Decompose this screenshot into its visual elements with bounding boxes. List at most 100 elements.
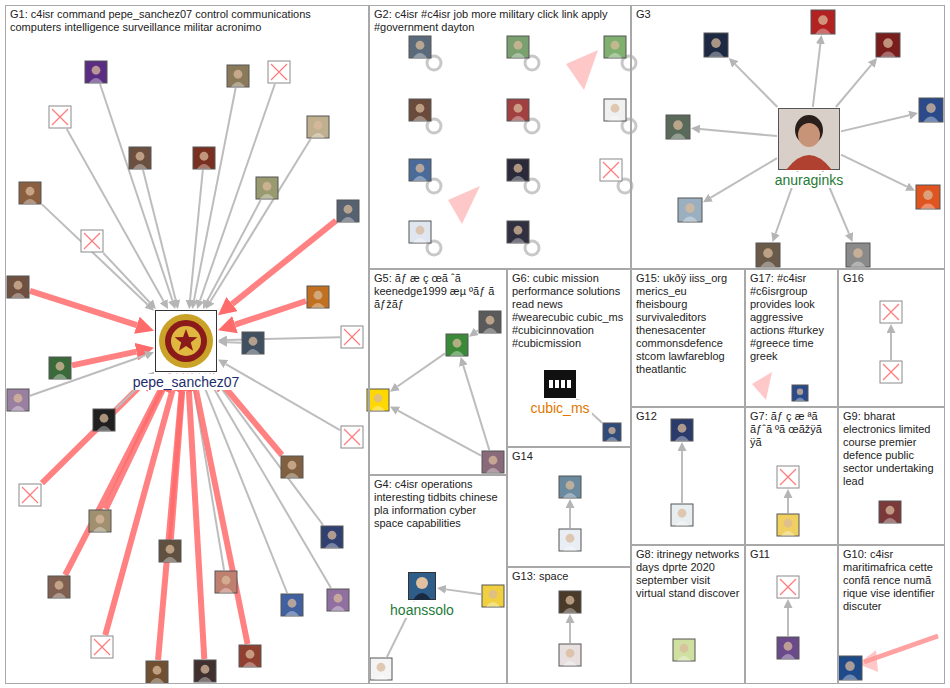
avatar-face	[680, 644, 689, 653]
avatar-image	[327, 589, 349, 611]
avatar-body	[486, 468, 500, 473]
vertex-image	[408, 572, 436, 600]
highlight-arrow	[752, 372, 772, 400]
avatar-face	[166, 545, 175, 554]
avatar-face	[566, 481, 575, 490]
avatar-image	[482, 451, 504, 473]
avatar-image	[89, 510, 111, 532]
avatar-face	[853, 248, 863, 258]
avatar-image	[879, 501, 901, 523]
avatar-body	[675, 436, 689, 441]
avatar-frame	[89, 510, 111, 532]
avatar-face	[678, 509, 687, 518]
avatar-image	[704, 33, 728, 57]
group-heading: G11	[746, 546, 837, 563]
avatar-image	[446, 334, 468, 356]
avatar-frame	[880, 301, 902, 323]
avatar-body	[11, 406, 25, 411]
network-line	[67, 129, 164, 301]
logo-bar	[561, 380, 565, 388]
avatar-body	[311, 303, 325, 308]
network-line	[209, 381, 331, 588]
avatar-body	[413, 53, 427, 58]
avatar-body	[11, 293, 25, 298]
avatar-face	[263, 182, 272, 191]
missing-avatar	[600, 159, 622, 181]
avatar-frame	[146, 661, 168, 683]
avatar-face	[234, 70, 243, 79]
image-frame	[544, 370, 576, 398]
avatar-body	[883, 518, 897, 523]
missing-avatar	[49, 106, 71, 128]
avatar-body	[371, 406, 385, 411]
avatar-body	[163, 557, 177, 562]
group-heading: G10: c4isr maritimafrica cette confã ren…	[839, 546, 944, 615]
avatar-face	[14, 394, 23, 403]
avatar-face	[608, 427, 615, 434]
group-heading: G8: itrinegy networks days dprte 2020 se…	[632, 546, 744, 602]
avatar-image	[242, 332, 264, 354]
avatar-face	[328, 531, 337, 540]
group-panel: G2: c4isr #c4isr job more military click…	[369, 5, 631, 269]
avatar-image	[916, 185, 940, 209]
network-line	[100, 84, 172, 300]
avatar-face	[711, 38, 721, 48]
avatar-image	[7, 389, 29, 411]
avatar-body	[374, 675, 388, 680]
avatar-image	[307, 286, 329, 308]
network-line	[569, 623, 571, 643]
network-line	[397, 353, 445, 386]
network-line	[569, 508, 571, 528]
avatar-frame	[7, 276, 29, 298]
network-line	[446, 589, 481, 594]
avatar-frame	[482, 585, 504, 607]
avatar-image	[93, 409, 115, 431]
avatar-frame	[678, 198, 702, 222]
avatar-frame	[129, 147, 151, 169]
avatar-frame	[879, 501, 901, 523]
avatar-body	[413, 116, 427, 121]
avatar-body	[285, 611, 299, 616]
group-heading: G16	[839, 270, 944, 287]
avatar-image	[409, 99, 431, 121]
group-heading: G6: cubic mission performance solutions …	[508, 270, 630, 352]
avatar-frame	[600, 159, 622, 181]
avatar-body	[450, 351, 464, 356]
avatar-body	[608, 53, 622, 58]
avatar-image	[838, 656, 862, 680]
avatar-frame	[242, 332, 264, 354]
avatar-image	[367, 389, 389, 411]
avatar-face	[611, 41, 620, 50]
group-panel: G15: ukðÿ iiss_org merics_eu fheisbourg …	[631, 269, 745, 407]
avatar-face	[200, 152, 209, 161]
avatar-frame	[239, 645, 261, 667]
avatar-frame	[409, 221, 431, 243]
avatar-face	[153, 666, 162, 675]
avatar-frame	[307, 116, 329, 138]
vertex-image	[778, 108, 840, 170]
avatar-face	[926, 103, 936, 113]
avatar-frame	[777, 466, 799, 488]
avatar-body	[563, 546, 577, 551]
avatar-body	[97, 426, 111, 431]
avatar-image	[337, 200, 359, 222]
avatar-face	[489, 590, 498, 599]
avatar-image	[811, 10, 835, 34]
vertex-label: pepe_sanchez07	[131, 374, 242, 390]
avatar-body	[53, 374, 67, 379]
network-line	[700, 129, 777, 136]
image-frame	[779, 109, 840, 170]
avatar-frame	[19, 484, 41, 506]
avatar-body	[133, 164, 147, 169]
highlight-arrow	[448, 186, 480, 224]
group-heading: G5: ãƒ æ ç œã ˆã keenedge1999 æµ ºãƒ ã ã…	[370, 270, 506, 313]
network-line	[103, 253, 149, 302]
network-line	[30, 355, 146, 396]
network-line	[158, 391, 182, 660]
avatar-image	[370, 658, 392, 680]
group-heading: G2: c4isr #c4isr job more military click…	[370, 6, 630, 36]
avatar-frame	[777, 637, 799, 659]
avatar-frame	[7, 389, 29, 411]
avatar-body	[677, 656, 691, 661]
avatar-frame	[671, 419, 693, 441]
